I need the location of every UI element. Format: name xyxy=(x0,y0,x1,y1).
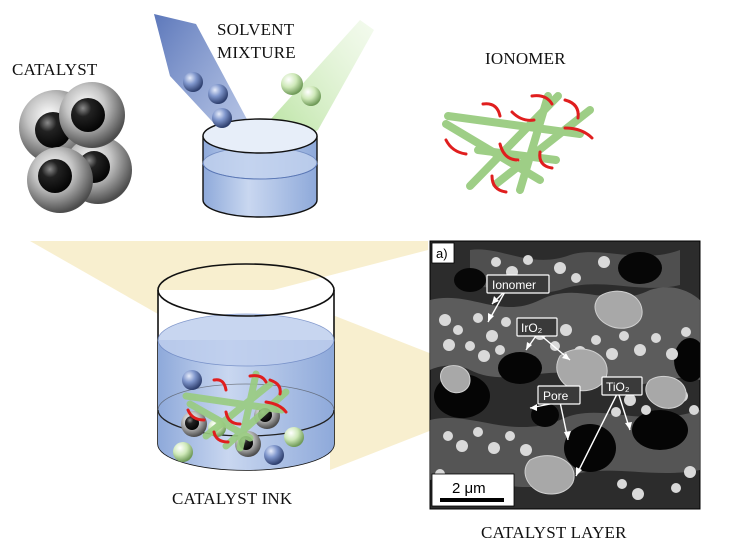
solvent-sphere-green xyxy=(173,442,193,462)
solvent-sphere-blue xyxy=(183,72,203,92)
svg-text:Pore: Pore xyxy=(543,389,569,403)
micrograph-panel-label: a) xyxy=(436,246,448,261)
annotation-ionomer: Ionomer xyxy=(486,274,550,294)
scale-bar-label: 2 μm xyxy=(452,480,486,497)
solvent-sphere-blue xyxy=(212,108,232,128)
solvent-beaker xyxy=(202,118,318,218)
sem-micrograph: a) Ionomer IrO₂ xyxy=(429,240,701,510)
catalyst-particle xyxy=(27,147,93,213)
svg-text:Ionomer: Ionomer xyxy=(492,278,536,292)
svg-text:IrO₂: IrO₂ xyxy=(521,321,543,335)
annotation-tio2: TiO₂ xyxy=(601,376,643,396)
catalyst-layer-label: CATALYST LAYER xyxy=(481,523,627,542)
annotation-iro2: IrO₂ xyxy=(516,317,558,337)
annotation-arrowheads xyxy=(488,296,632,476)
micrograph-texture xyxy=(430,249,700,500)
ionomer-label: IONOMER xyxy=(485,49,566,68)
ionomer-network xyxy=(442,92,594,194)
solvent-sphere-green xyxy=(301,86,321,106)
funnel-cone-right xyxy=(330,314,432,470)
catalyst-particles xyxy=(19,82,132,213)
catalyst-ink-label: CATALYST INK xyxy=(172,489,293,508)
solvent-label-line1: SOLVENT xyxy=(217,20,295,39)
scale-bar: 2 μm xyxy=(431,473,515,507)
solvent-sphere-blue xyxy=(182,370,202,390)
solvent-sphere-blue xyxy=(264,445,284,465)
solvent-sphere-green xyxy=(284,427,304,447)
solvent-label-line2: MIXTURE xyxy=(217,43,296,62)
solvent-spheres xyxy=(183,72,321,128)
catalyst-label: CATALYST xyxy=(12,60,98,79)
ink-contents xyxy=(173,370,304,465)
catalyst-particle xyxy=(59,82,125,148)
solvent-sphere-blue xyxy=(208,84,228,104)
svg-text:TiO₂: TiO₂ xyxy=(606,380,630,394)
funnel-cone-left xyxy=(30,241,428,318)
solvent-sphere-green xyxy=(281,73,303,95)
annotation-pore: Pore xyxy=(537,385,581,405)
